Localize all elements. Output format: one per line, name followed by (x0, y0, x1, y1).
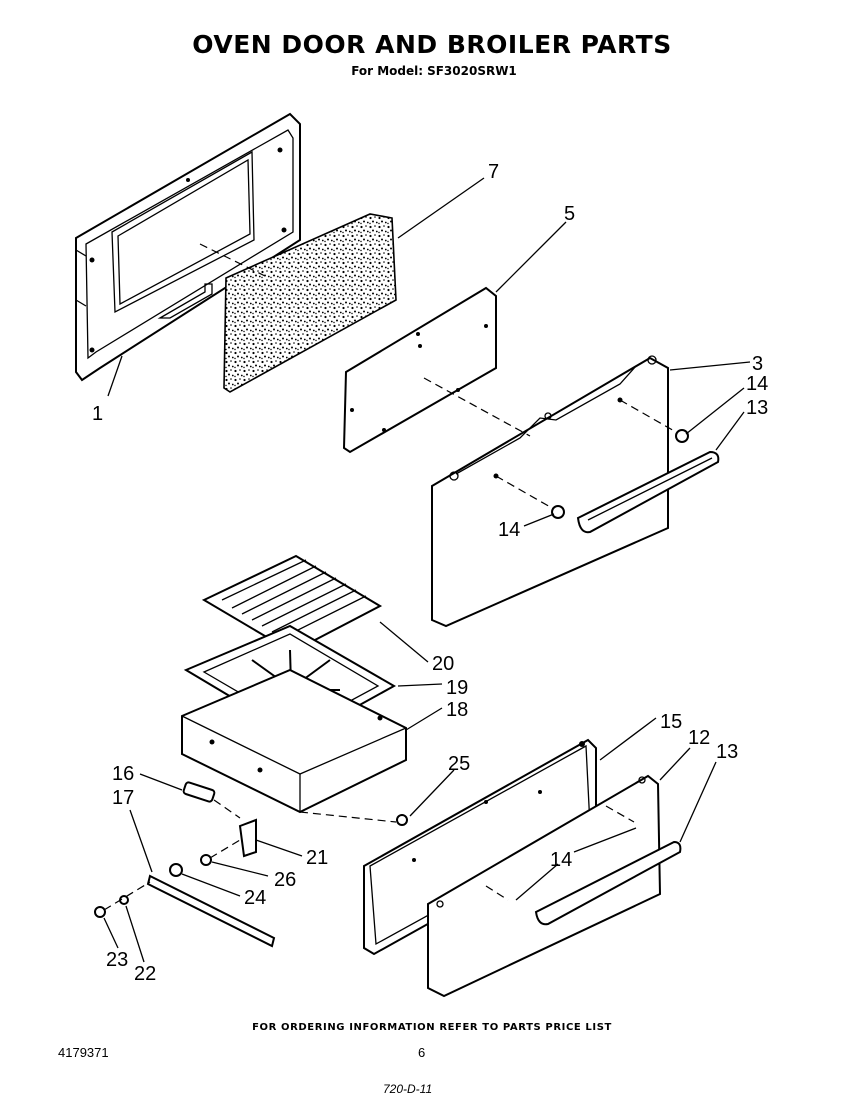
part-16-roller (182, 781, 216, 803)
part-21-bracket (238, 818, 257, 858)
part-26-screw (200, 854, 212, 866)
callout-20: 20 (432, 653, 454, 675)
callout-23: 23 (106, 949, 128, 971)
callout-14-lower: 14 (550, 849, 572, 871)
callout-3: 3 (752, 353, 763, 375)
callout-25: 25 (448, 753, 470, 775)
callout-13-upper: 13 (746, 397, 768, 419)
callout-21: 21 (306, 847, 328, 869)
callout-17: 17 (112, 787, 134, 809)
callout-18: 18 (446, 699, 468, 721)
callout-24: 24 (244, 887, 266, 909)
model-number: SF3020SRW1 (427, 64, 517, 78)
part-20-broiler-grid (201, 554, 383, 654)
part-25-clip (396, 814, 408, 826)
alignment-lines (103, 243, 677, 911)
callout-13-lower: 13 (716, 741, 738, 763)
revision-code: 720-D-11 (383, 1082, 433, 1096)
model-label: For Model: (351, 64, 424, 78)
part-23-screw (94, 906, 106, 918)
callout-labels: 1 7 5 3 14 13 14 20 19 18 15 12 13 14 25… (92, 161, 768, 985)
callout-22: 22 (134, 963, 156, 985)
part-12-drawer-front (427, 774, 662, 998)
leader-lines (103, 177, 751, 963)
part-1-inner-door-frame (75, 112, 301, 382)
document-number: 4179371 (58, 1045, 109, 1060)
part-5-inner-panel (342, 286, 497, 454)
callout-12: 12 (688, 727, 710, 749)
callout-19: 19 (446, 677, 468, 699)
part-17-slide-rail (146, 874, 276, 948)
callout-14-middle: 14 (498, 519, 520, 541)
page-number: 6 (418, 1045, 426, 1060)
part-13-drawer-handle (534, 840, 682, 926)
part-24-nut (169, 863, 183, 877)
part-18-broiler-drawer (181, 668, 407, 814)
part-13-door-handle (576, 450, 720, 534)
page-title: OVEN DOOR AND BROILER PARTS (192, 30, 672, 59)
model-subtitle: For Model:SF3020SRW1 (0, 64, 864, 78)
callout-16: 16 (112, 763, 134, 785)
callout-1: 1 (92, 403, 103, 425)
callout-7: 7 (488, 161, 499, 183)
callout-5: 5 (564, 203, 575, 225)
callout-14-upper: 14 (746, 373, 768, 395)
ordering-note: FOR ORDERING INFORMATION REFER TO PARTS … (252, 1022, 612, 1033)
callout-26: 26 (274, 869, 296, 891)
callout-15: 15 (660, 711, 682, 733)
part-3-outer-door-panel (431, 355, 669, 628)
part-7-insulation (223, 213, 397, 393)
